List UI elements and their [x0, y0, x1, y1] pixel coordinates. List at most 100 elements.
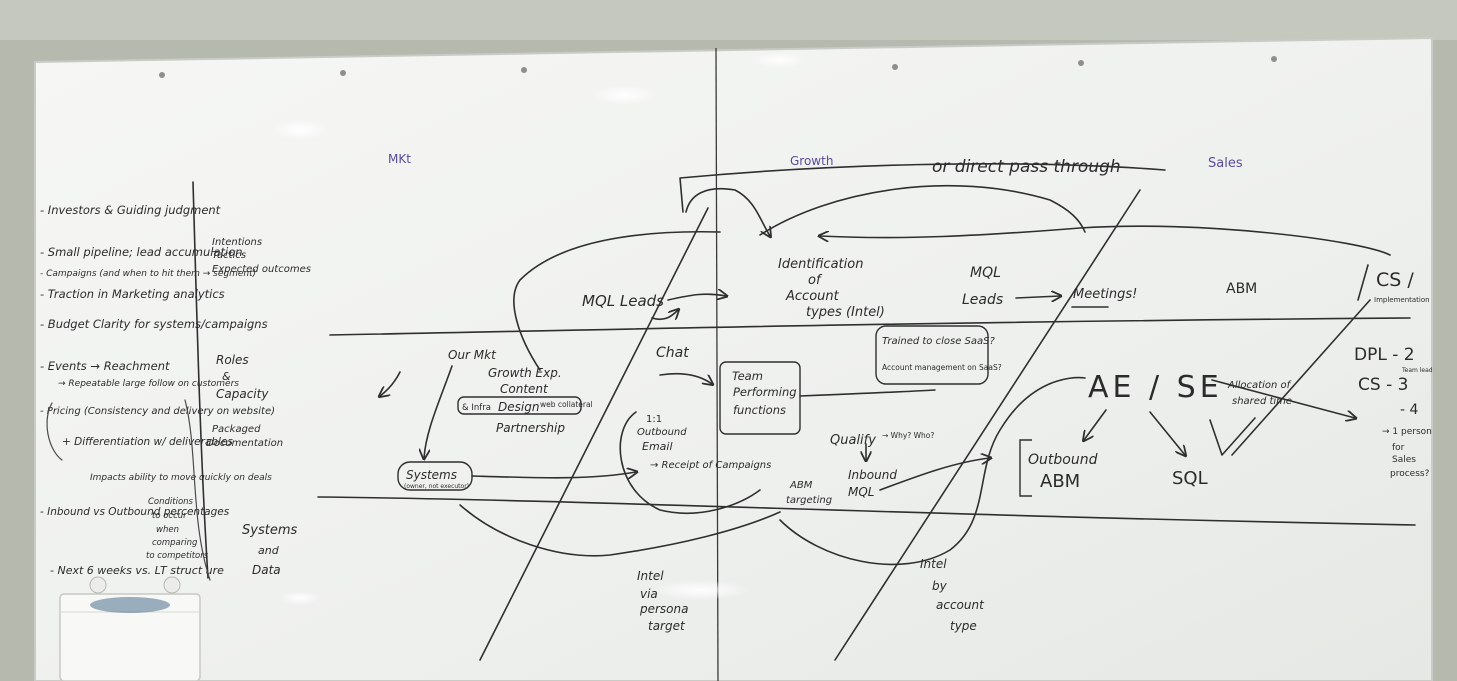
left-item-3: - Campaigns (and when to hit them → segm… — [40, 269, 256, 279]
allocation-2: shared time — [1232, 396, 1292, 407]
one-person-3: Sales — [1392, 455, 1416, 465]
qualify: Qualify — [830, 433, 876, 448]
dpl-note: Team lead — [1401, 367, 1433, 374]
label-conditions: Conditions — [148, 497, 194, 507]
label-expected: Expected outcomes — [212, 264, 311, 275]
systems-mkt: Systems — [406, 468, 457, 482]
identification-3: Account — [785, 289, 840, 304]
inbound-mql-2: MQL — [848, 485, 874, 499]
label-competitors: to competitors — [146, 551, 209, 561]
abm-targeting-2: targeting — [786, 495, 832, 506]
label-systems: Systems — [242, 523, 297, 538]
cs-label: CS / — [1376, 269, 1414, 291]
identification-1: Identification — [778, 257, 863, 272]
header-sales: Sales — [1208, 156, 1243, 171]
label-comparing: comparing — [152, 538, 198, 548]
label-and: & — [222, 370, 231, 383]
account-mgmt: Account management on SaaS? — [882, 363, 1002, 372]
whiteboard — [34, 36, 1433, 681]
growth-exp: Growth Exp. — [488, 366, 562, 380]
label-packaged: Packaged — [212, 424, 261, 435]
label-intentions: Intentions — [212, 237, 262, 248]
label-data: Data — [252, 563, 281, 577]
sales-mql-1: MQL — [970, 265, 1001, 281]
inbound-mql-1: Inbound — [848, 468, 897, 482]
design: Design — [498, 400, 539, 414]
infra: & Infra — [462, 403, 491, 413]
intel-persona-3: persona — [639, 602, 689, 616]
label-occur: to occur — [152, 511, 187, 521]
mkt-mql-leads: MQL Leads — [582, 292, 664, 310]
systems-note: (owner, not executor) — [404, 483, 469, 490]
intel-persona-4: target — [648, 619, 686, 633]
left-item-7: → Repeatable large follow on customers — [58, 379, 239, 389]
board-seam — [715, 47, 719, 681]
one-one: 1:1 — [646, 414, 662, 425]
intel-persona-2: via — [640, 587, 658, 601]
team-3: functions — [733, 403, 786, 417]
label-tactics: Tactics — [212, 250, 246, 261]
left-item-10: Impacts ability to move quickly on deals — [90, 473, 272, 483]
header-growth: Growth — [790, 154, 833, 168]
intel-persona-1: Intel — [637, 569, 664, 583]
web-collateral: web collateral — [540, 400, 593, 409]
left-item-8: - Pricing (Consistency and delivery on w… — [40, 406, 275, 417]
left-item-12: - Next 6 weeks vs. LT struct ure — [50, 564, 224, 577]
divider-bottom — [317, 496, 1416, 526]
one-person-2: for — [1392, 443, 1405, 453]
cs3: CS - 3 — [1358, 375, 1408, 395]
ae-se: AE / SE — [1088, 370, 1223, 405]
label-and2: and — [258, 544, 280, 557]
left-item-11: - Inbound vs Outbound percentages — [40, 506, 230, 518]
outbound-abm-1: Outbound — [1028, 452, 1098, 468]
identification-2: of — [808, 273, 823, 288]
dpl: DPL - 2 — [1354, 345, 1415, 365]
left-item-2: - Small pipeline; lead accumulation — [40, 245, 243, 259]
outbound: Outbound — [637, 427, 687, 438]
one-person-4: process? — [1390, 469, 1430, 479]
content: Content — [500, 382, 549, 396]
left-item-1: - Investors & Guiding judgment — [40, 203, 221, 217]
abm-targeting-1: ABM — [789, 480, 813, 491]
diagonal-right — [834, 189, 1141, 661]
partnership: Partnership — [496, 421, 565, 435]
one-person-1: → 1 person — [1382, 427, 1432, 437]
diagonal-left — [479, 207, 709, 661]
mount-screws — [159, 56, 1277, 78]
sql: SQL — [1172, 468, 1208, 489]
intel-account-1: Intel — [920, 557, 947, 571]
left-column-divider — [192, 181, 209, 579]
chat: Chat — [656, 345, 689, 361]
pass-through-label: or direct pass through — [932, 157, 1121, 177]
meetings: Meetings! — [1073, 287, 1137, 302]
abm-sales: ABM — [1226, 281, 1257, 297]
label-documentation: Documentation — [206, 438, 283, 449]
left-item-5: - Budget Clarity for systems/campaigns — [40, 317, 268, 331]
allocation-1: Allocation of — [1227, 380, 1292, 391]
outbound-abm-2: ABM — [1040, 471, 1080, 492]
label-when: when — [156, 525, 179, 535]
receipt: → Receipt of Campaigns — [650, 460, 771, 471]
sales-mql-2: Leads — [962, 292, 1003, 308]
header-mkt: MKt — [388, 152, 411, 166]
team-1: Team — [732, 369, 763, 383]
intel-account-4: type — [950, 619, 977, 633]
left-item-4: - Traction in Marketing analytics — [40, 287, 225, 301]
identification-4: types (Intel) — [806, 305, 885, 320]
marker-tray — [59, 576, 201, 681]
left-item-9: + Differentiation w/ deliverables — [62, 436, 233, 448]
divider-top — [329, 317, 1411, 336]
qualify-note: → Why? Who? — [882, 431, 934, 440]
intel-account-2: by — [932, 579, 948, 593]
email: Email — [642, 440, 673, 453]
left-list: - Investors & Guiding judgment - Small p… — [40, 203, 275, 577]
intel-account-3: account — [936, 598, 985, 612]
label-capacity: Capacity — [216, 387, 269, 401]
left-item-6: - Events → Reachment — [40, 359, 170, 373]
trained: Trained to close SaaS? — [882, 336, 995, 347]
our-mkt: Our Mkt — [448, 348, 497, 362]
four: - 4 — [1400, 402, 1419, 418]
team-2: Performing — [733, 385, 797, 399]
label-roles: Roles — [216, 353, 249, 367]
